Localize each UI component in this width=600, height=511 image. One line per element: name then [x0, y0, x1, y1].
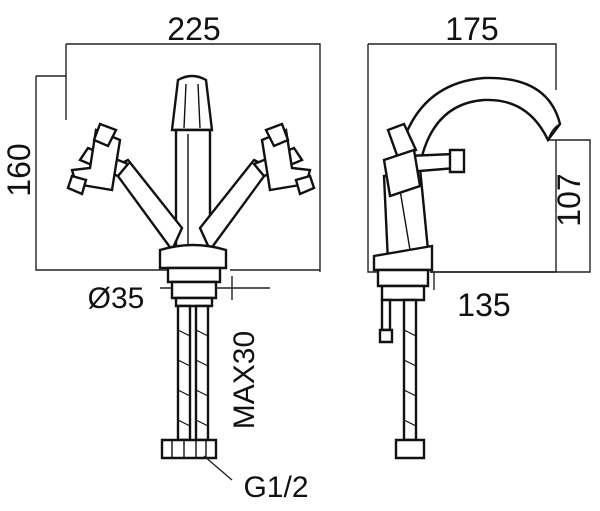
- max-thickness-label: MAX30: [228, 331, 261, 429]
- side-lift-rod: [380, 298, 392, 332]
- front-left-handle: [66, 122, 130, 196]
- side-spout: [394, 76, 562, 178]
- front-height-label: 160: [1, 143, 37, 196]
- front-supply-pipes: [160, 304, 218, 460]
- front-view: 225 160: [1, 11, 321, 504]
- front-base: [158, 243, 228, 270]
- side-reach-label: 135: [457, 287, 510, 323]
- side-handle: [382, 122, 466, 198]
- side-width-label: 175: [445, 11, 498, 47]
- side-base: [372, 244, 434, 272]
- side-supply-pipe: [402, 298, 418, 442]
- side-height-label: 107: [551, 173, 587, 226]
- front-right-handle: [252, 122, 316, 196]
- thread-label: G1/2: [243, 471, 308, 504]
- side-view: 175 107 135: [367, 11, 591, 460]
- front-spout-top: [170, 74, 214, 132]
- front-width-label: 225: [167, 11, 220, 47]
- base-diameter-label: Ø35: [88, 282, 145, 315]
- front-washer: [166, 266, 222, 284]
- front-left-arm: [110, 158, 184, 253]
